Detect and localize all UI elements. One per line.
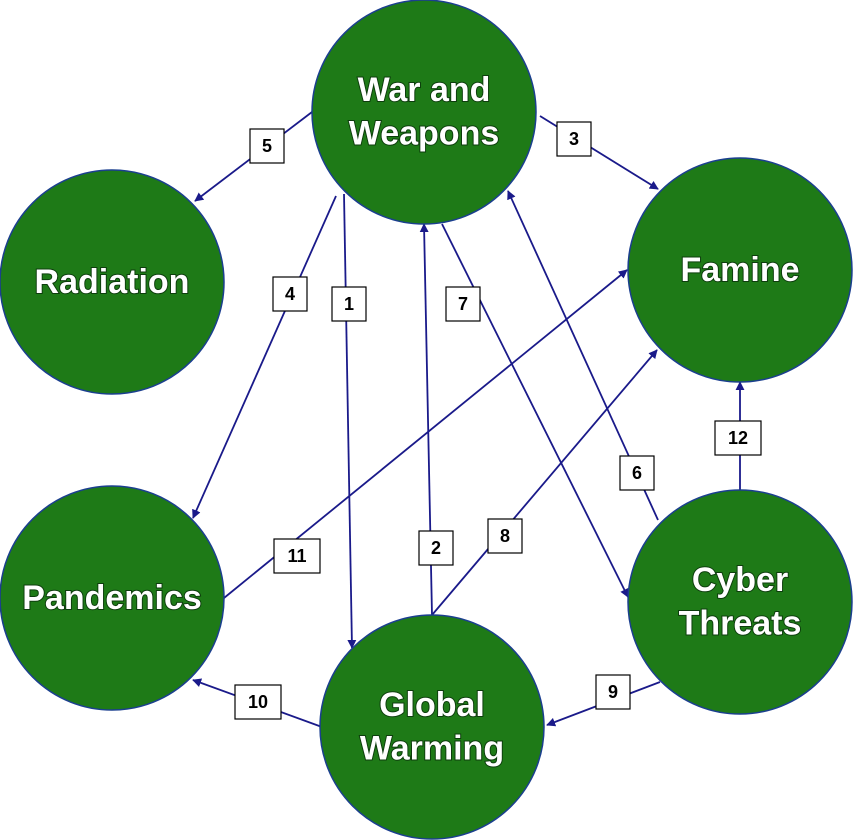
edge-label-text: 2 xyxy=(431,538,441,558)
edge-label-7: 7 xyxy=(445,286,481,322)
edge-label-text: 7 xyxy=(458,294,468,314)
edge-label-text: 8 xyxy=(500,526,510,546)
edge-label-box xyxy=(249,128,285,164)
node-radiation: Radiation xyxy=(0,169,225,395)
node-pandemics: Pandemics xyxy=(0,485,225,711)
node-label-war: Weapons xyxy=(349,115,500,153)
edge-arrow-warming-to-famine xyxy=(431,349,658,616)
edge-label-text: 6 xyxy=(632,463,642,483)
edge-label-box xyxy=(487,518,523,554)
edge-label-box xyxy=(331,286,367,322)
node-circle-famine xyxy=(627,157,853,383)
edge-label-5: 5 xyxy=(249,128,285,164)
edge-label-1: 1 xyxy=(331,286,367,322)
edge-label-6: 6 xyxy=(619,455,655,491)
edge-arrow-war-to-pandemics xyxy=(192,195,337,519)
node-circle-cyber xyxy=(627,489,853,715)
edge-label-10: 10 xyxy=(234,684,282,720)
edge-label-9: 9 xyxy=(595,674,631,710)
edge-label-box xyxy=(418,530,454,566)
edge-arrow-war-to-warming xyxy=(343,193,357,649)
node-circle-warming xyxy=(319,614,545,840)
edge-label-box xyxy=(272,276,308,312)
edge-label-3: 3 xyxy=(556,121,592,157)
edge-label-11: 11 xyxy=(273,538,321,574)
edge-label-box xyxy=(595,674,631,710)
edge-label-8: 8 xyxy=(487,518,523,554)
edge-label-box xyxy=(556,121,592,157)
edge-label-text: 11 xyxy=(287,546,306,566)
node-label-famine: Famine xyxy=(680,251,799,289)
node-label-war: War and xyxy=(358,71,491,109)
node-label-warming: Global xyxy=(379,686,485,724)
edge-label-text: 1 xyxy=(344,294,354,314)
edge-label-text: 9 xyxy=(608,682,618,702)
edge-label-box xyxy=(273,538,321,574)
node-label-cyber: Cyber xyxy=(692,561,788,599)
node-label-pandemics: Pandemics xyxy=(22,579,202,617)
edge-label-12: 12 xyxy=(714,420,762,456)
edge-label-box xyxy=(234,684,282,720)
edge-label-4: 4 xyxy=(272,276,308,312)
edge-label-text: 10 xyxy=(248,692,268,712)
edge-label-text: 12 xyxy=(728,428,748,448)
edge-label-box xyxy=(619,455,655,491)
edge-label-box xyxy=(714,420,762,456)
edge-label-2: 2 xyxy=(418,530,454,566)
edge-label-box xyxy=(445,286,481,322)
node-circle-radiation xyxy=(0,169,225,395)
node-circle-war xyxy=(311,0,537,225)
node-circle-pandemics xyxy=(0,485,225,711)
node-label-radiation: Radiation xyxy=(35,263,190,301)
node-label-warming: Warming xyxy=(360,730,504,768)
edge-label-text: 5 xyxy=(262,136,272,156)
node-label-cyber: Threats xyxy=(679,605,802,643)
edge-label-text: 4 xyxy=(285,284,295,304)
node-famine: Famine xyxy=(627,157,853,383)
edge-label-text: 3 xyxy=(569,129,579,149)
edge-arrow-war-to-cyber xyxy=(441,223,629,598)
